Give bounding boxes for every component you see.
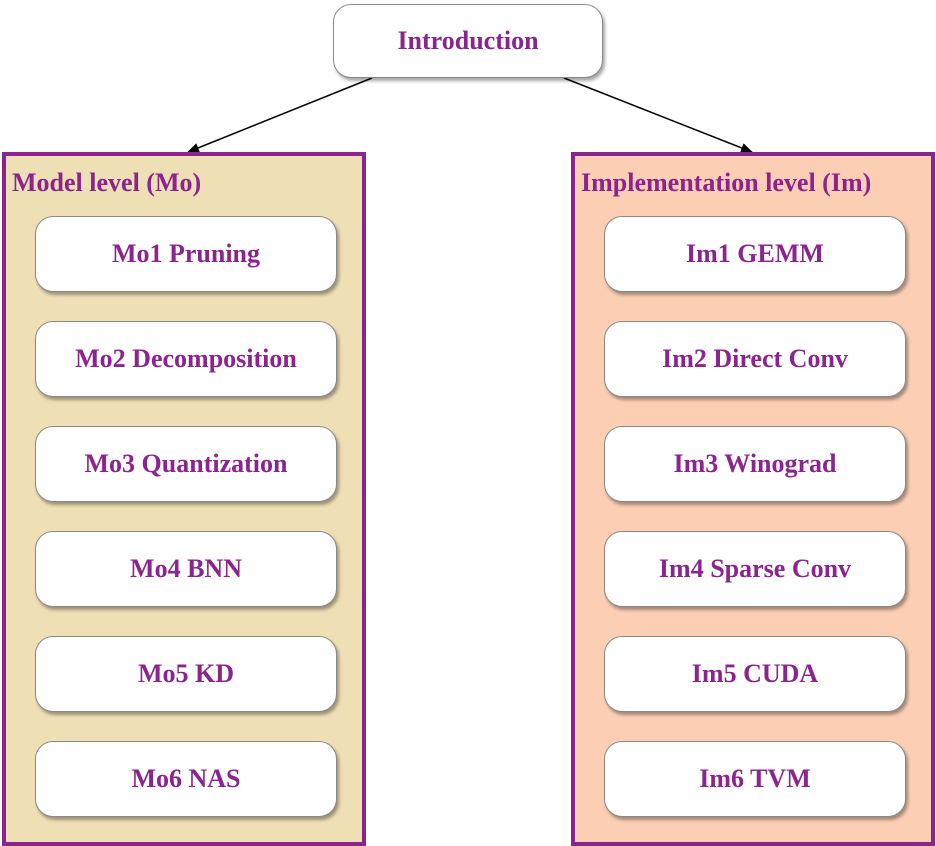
mo4-node[interactable]: Mo4 BNN [35,531,337,607]
im3-label: Im3 Winograd [673,449,837,478]
mo5-node[interactable]: Mo5 KD [35,636,337,712]
im5-node[interactable]: Im5 CUDA [604,636,906,712]
mo1-node[interactable]: Mo1 Pruning [35,216,337,292]
im6-label: Im6 TVM [699,764,811,793]
im5-label: Im5 CUDA [691,659,819,688]
model-level-panel: Model level (Mo) Mo1 Pruning Mo2 Decompo… [2,152,366,846]
implementation-level-panel: Implementation level (Im) Im1 GEMM Im2 D… [571,152,935,846]
mo6-node[interactable]: Mo6 NAS [35,741,337,817]
im2-label: Im2 Direct Conv [662,344,848,373]
im4-label: Im4 Sparse Conv [658,554,852,583]
mo4-label: Mo4 BNN [130,554,242,583]
introduction-label: Introduction [397,26,539,55]
implementation-level-title: Implementation level (Im) [581,168,872,197]
arrow-to-implementation-level [563,77,753,153]
mo6-label: Mo6 NAS [131,764,241,793]
introduction-node[interactable]: Introduction [333,4,603,78]
mo1-label: Mo1 Pruning [111,239,261,268]
im4-node[interactable]: Im4 Sparse Conv [604,531,906,607]
mo3-label: Mo3 Quantization [84,449,288,478]
im2-node[interactable]: Im2 Direct Conv [604,321,906,397]
mo2-label: Mo2 Decomposition [75,344,297,373]
model-level-title: Model level (Mo) [12,168,202,197]
mo3-node[interactable]: Mo3 Quantization [35,426,337,502]
im1-node[interactable]: Im1 GEMM [604,216,906,292]
mo2-node[interactable]: Mo2 Decomposition [35,321,337,397]
im1-label: Im1 GEMM [686,239,824,268]
mo5-label: Mo5 KD [137,659,235,688]
im3-node[interactable]: Im3 Winograd [604,426,906,502]
arrow-to-model-level [187,77,373,153]
im6-node[interactable]: Im6 TVM [604,741,906,817]
